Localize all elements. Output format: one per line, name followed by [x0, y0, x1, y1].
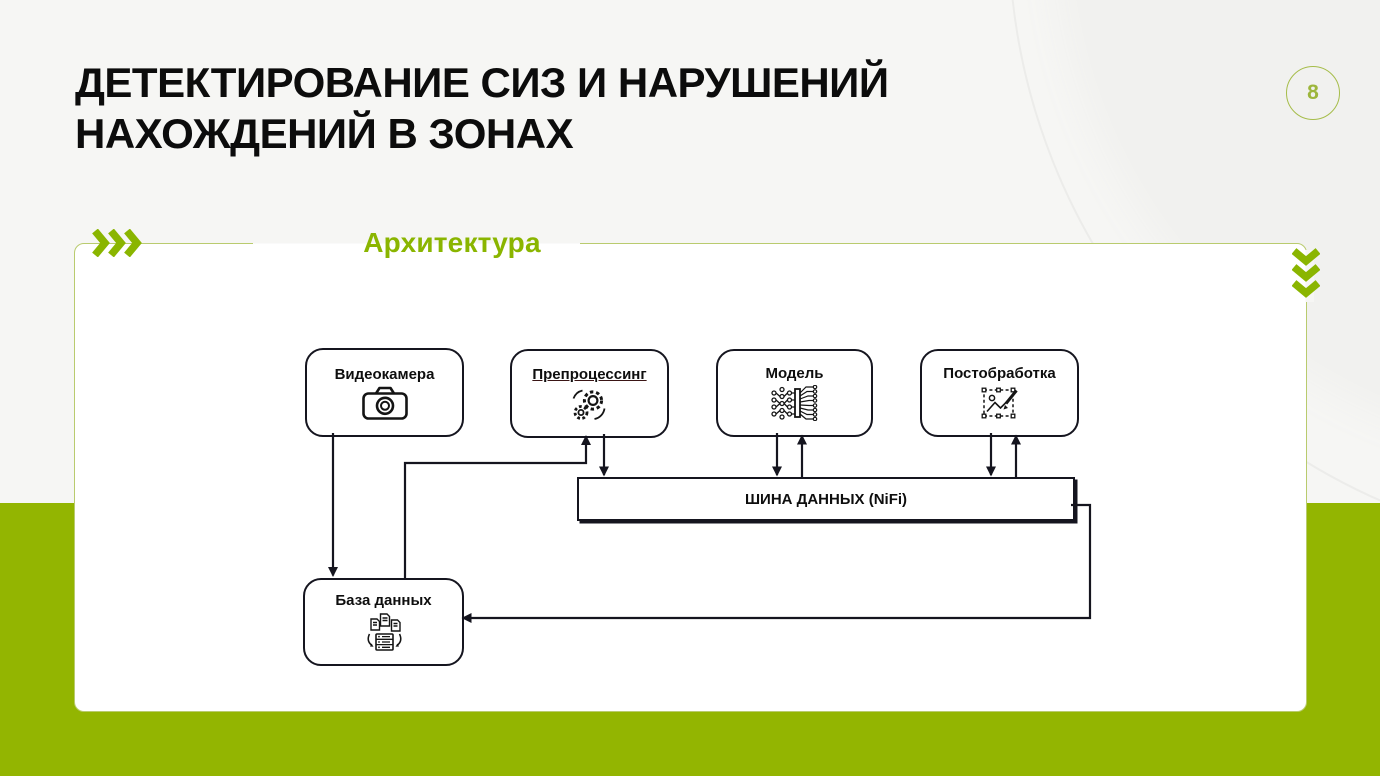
page-title: ДЕТЕКТИРОВАНИЕ СИЗ И НАРУШЕНИЙ НАХОЖДЕНИ…	[75, 57, 1175, 159]
node-preprocessing: Препроцессинг	[510, 349, 669, 438]
frame-gap	[253, 241, 580, 247]
database-docs-icon	[361, 612, 407, 652]
triple-chevron-down-icon	[1291, 248, 1321, 305]
node-data-bus-label: ШИНА ДАННЫХ (NiFi)	[744, 490, 908, 508]
title-line-2: НАХОЖДЕНИЙ В ЗОНАХ	[75, 110, 574, 157]
gears-icon	[569, 386, 611, 422]
node-postprocessing-label: Постобработка	[943, 365, 1056, 382]
node-database-label: База данных	[335, 592, 432, 609]
section-label: Архитектура	[363, 227, 541, 258]
node-camera: Видеокамера	[305, 348, 464, 437]
neural-network-icon	[770, 385, 820, 421]
node-data-bus: ШИНА ДАННЫХ (NiFi)	[577, 477, 1075, 521]
node-model: Модель	[716, 349, 873, 437]
node-database: База данных	[303, 578, 464, 666]
node-model-label: Модель	[765, 365, 824, 382]
page-number-badge: 8	[1286, 66, 1340, 120]
triple-chevron-right-icon	[92, 228, 142, 262]
node-camera-label: Видеокамера	[334, 365, 435, 383]
node-preprocessing-label: Препроцессинг	[532, 365, 647, 383]
image-edit-icon	[979, 385, 1021, 421]
node-postprocessing: Постобработка	[920, 349, 1079, 437]
title-line-1: ДЕТЕКТИРОВАНИЕ СИЗ И НАРУШЕНИЙ	[75, 59, 889, 106]
page-number: 8	[1307, 81, 1319, 104]
camera-icon	[361, 386, 408, 420]
